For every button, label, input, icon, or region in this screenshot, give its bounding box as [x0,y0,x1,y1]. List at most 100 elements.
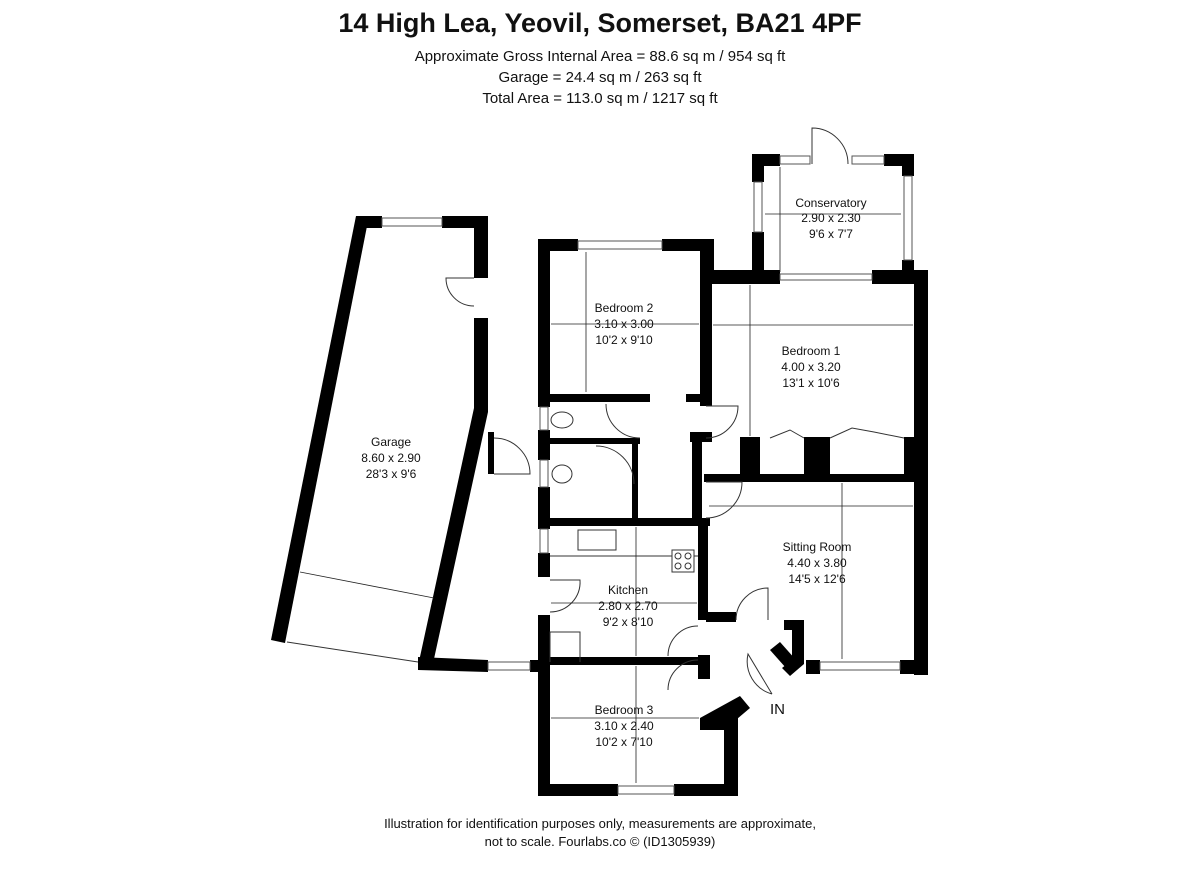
wardrobe-1 [740,437,760,475]
bed1-door-swing [705,405,739,439]
kitchen-hob [671,549,695,573]
bed1-wall-top-right [872,270,928,284]
bath-door-swing [595,445,635,485]
sitting-metric: 4.40 x 3.80 [787,556,847,570]
bath-inner-wall [550,438,640,444]
bath-shower-wall [632,438,638,524]
hall-door-swing [705,481,743,519]
kitchen-wall-bottom [538,657,708,665]
hob-ring-4 [684,562,692,570]
bed1-wall-left [700,270,712,406]
bed1-sitting-divider [704,474,928,482]
kitchen-wall-left [538,553,550,577]
garage-wall-left [271,216,369,643]
wc-toilet [550,411,574,429]
conservatory-door-swing [811,127,849,165]
dimension-arrows [299,167,913,783]
bed2-wall-right [700,239,714,273]
sitting-window [819,661,901,671]
kitchen-name: Kitchen [608,583,648,597]
garage-wall-right-lower [418,318,488,668]
bed2-metric: 3.10 x 3.00 [594,317,654,331]
bed2-window [577,240,663,250]
conservatory-wall-top-left [752,154,780,166]
bed2-bath-divider-right [686,394,706,402]
bed3-name: Bedroom 3 [595,703,654,717]
walls [271,154,928,796]
bed3-wall-right [724,718,738,796]
kitchen-door-swing [549,579,581,613]
bath-wall-left-base [538,487,550,529]
hall-wall [692,432,702,524]
garage-dim-h-arrow [299,571,435,599]
kitchen-metric: 2.80 x 2.70 [598,599,658,613]
kitchen-imperial: 9'2 x 8'10 [603,615,654,629]
conservatory-base-left [700,270,780,284]
conservatory-imperial: 9'6 x 7'7 [809,227,853,241]
garage-window-bottom [487,661,531,671]
conservatory-metric: 2.90 x 2.30 [801,211,861,225]
wardrobe-doors [769,427,905,439]
kitchen-window-left [539,528,549,554]
hob-ring-2 [684,552,692,560]
porch-wall-lower [770,642,796,668]
garage-wall-top-left [356,216,382,228]
garage-name: Garage [371,435,411,449]
bed2-name: Bedroom 2 [595,301,654,315]
sitting-name: Sitting Room [783,540,852,554]
wardrobe-2 [804,437,830,475]
front-door-swing [746,652,773,695]
bath-window-1 [539,406,549,431]
bed3-wall-bottom-right [674,784,738,796]
conservatory-window-left-top [779,155,811,165]
conservatory-window-right [903,175,913,261]
bed1-metric: 4.00 x 3.20 [781,360,841,374]
garage-imperial: 28'3 x 9'6 [366,467,417,481]
conservatory-doors [779,273,873,281]
bed1-wall-right [914,270,928,675]
kitchen-right-wall [698,518,708,620]
windows [381,155,913,795]
fixtures [550,411,695,573]
sitting-wall-bottom-right [900,660,928,674]
conservatory-window-left [753,181,763,233]
bed1-imperial: 13'1 x 10'6 [782,376,840,390]
bath-basin [551,464,573,484]
porch-wall [782,620,804,676]
bed3-window [617,785,675,795]
bed3-door-swing [667,659,699,691]
bed3-imperial: 10'2 x 7'10 [595,735,653,749]
bath-wall-left-lower [538,430,550,460]
garage-wall-bottom [418,657,488,672]
conservatory-wall-right [902,154,914,176]
gross-area-text: Approximate Gross Internal Area = 88.6 s… [414,48,786,65]
bath-divider [550,518,710,526]
hall-wall-lower [698,655,710,679]
wardrobe-end [904,437,914,475]
entrance-label: IN [770,701,785,718]
garage-wall-right-upper [474,216,488,278]
garage-side-door-swing [445,277,475,307]
garage-up-and-over-door [286,641,419,663]
sitting-wall-left [706,612,736,622]
bed3-metric: 3.10 x 2.40 [594,719,654,733]
wc-door-swing [605,403,641,439]
conservatory-window-right-top [851,155,885,165]
sitting-wall-bottom-left [806,660,820,674]
bed3-corner [700,696,750,730]
bed3-wall-left [538,660,550,796]
footer-disclaimer-line1: Illustration for identification purposes… [384,816,816,831]
bath-window-2 [539,459,549,488]
footer-disclaimer-line2: not to scale. Fourlabs.co © (ID1305939) [484,834,716,849]
garage-window-top [381,217,443,227]
kitchen-sink [577,529,617,551]
kitchen-hall-door-swing [667,625,699,657]
garage-metric: 8.60 x 2.90 [361,451,421,465]
bed2-bath-divider-left [550,394,650,402]
total-area-text: Total Area = 113.0 sq m / 1217 sq ft [482,90,718,107]
conservatory-wall-left-lower [752,232,764,278]
plan-title: 14 High Lea, Yeovil, Somerset, BA21 4PF [338,8,862,38]
garage-rear-door-swing [493,437,531,475]
sitting-door-swing [735,587,769,621]
